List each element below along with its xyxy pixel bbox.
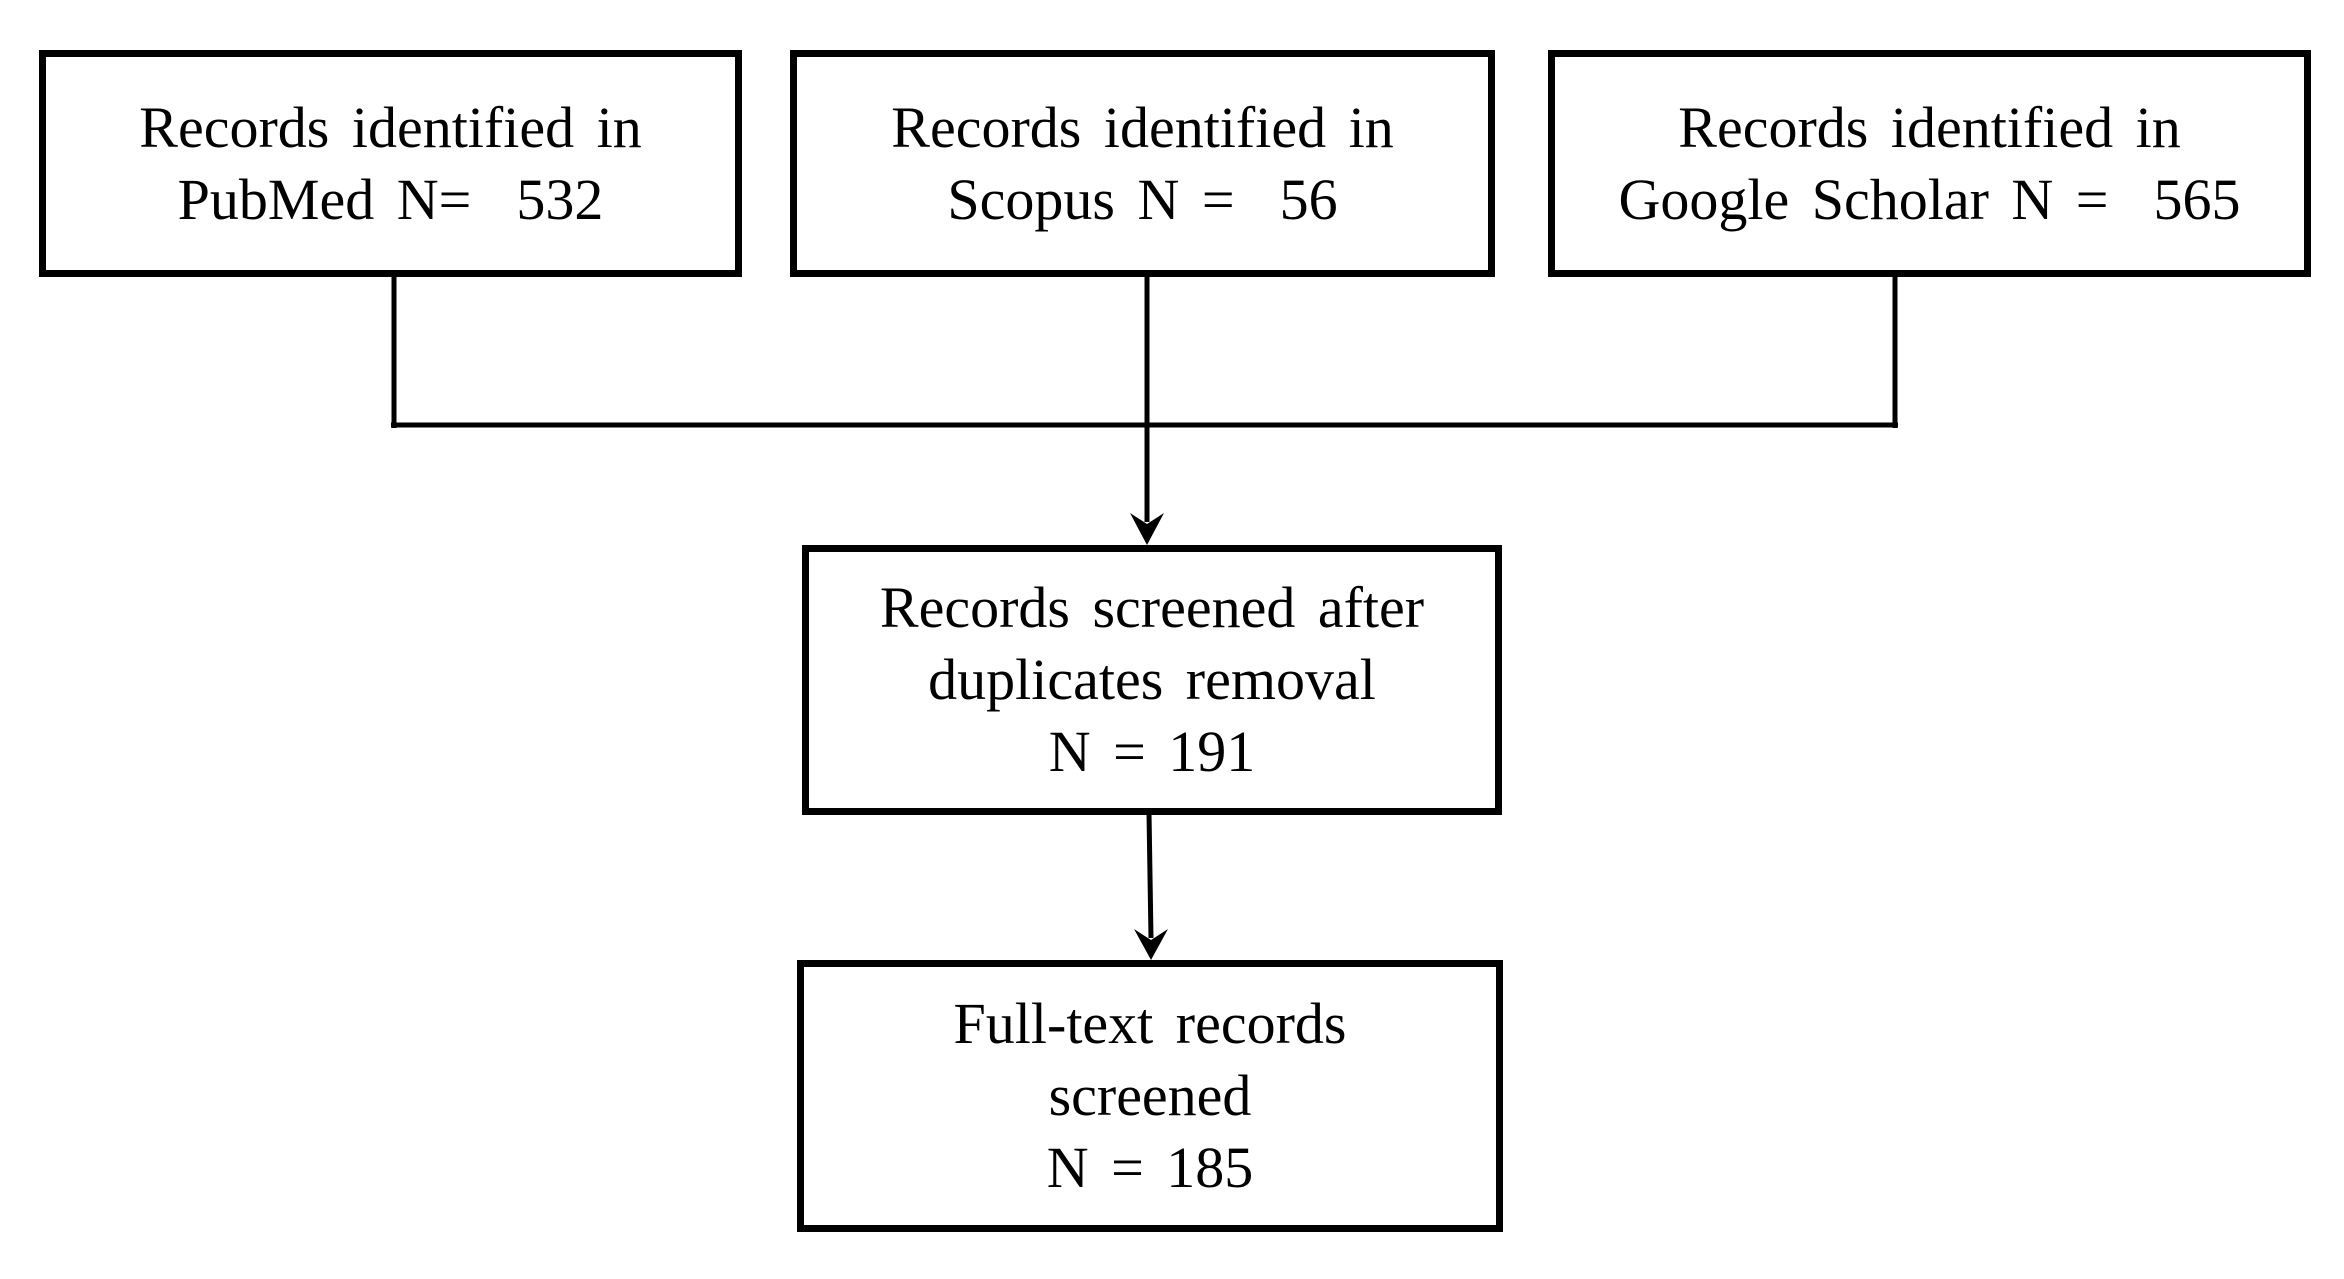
box-text-line: Scopus N = 56 [947,166,1338,232]
arrow-to-fulltext-line [1146,812,1154,939]
box-text-line: screened [1048,1063,1252,1128]
box-text-line: Full-text records [953,991,1347,1056]
box-records-pubmed: Records identified in PubMed N= 532 [39,50,742,277]
box-text-line: Records identified in [891,94,1394,160]
box-records-google-scholar: Records identified in Google Scholar N =… [1548,50,2311,277]
box-records-screened: Records screened after duplicates remova… [802,545,1502,815]
box-text-line: N = 191 [1048,719,1256,784]
arrow-to-fulltext-head [1134,929,1168,960]
box-text-line: Records identified in [139,94,642,160]
box-fulltext-screened: Full-text records screened N = 185 [797,960,1503,1232]
box-text-line: N = 185 [1046,1135,1254,1200]
box-text-line: Records screened after [879,575,1425,640]
box-records-scopus: Records identified in Scopus N = 56 [790,50,1495,277]
box-text-line: Google Scholar N = 565 [1618,166,2241,232]
box-text-line: PubMed N= 532 [177,166,604,232]
box-text-line: Records identified in [1678,94,2181,160]
box-text-line: duplicates removal [928,647,1376,712]
arrow-to-screened-head [1130,513,1164,545]
